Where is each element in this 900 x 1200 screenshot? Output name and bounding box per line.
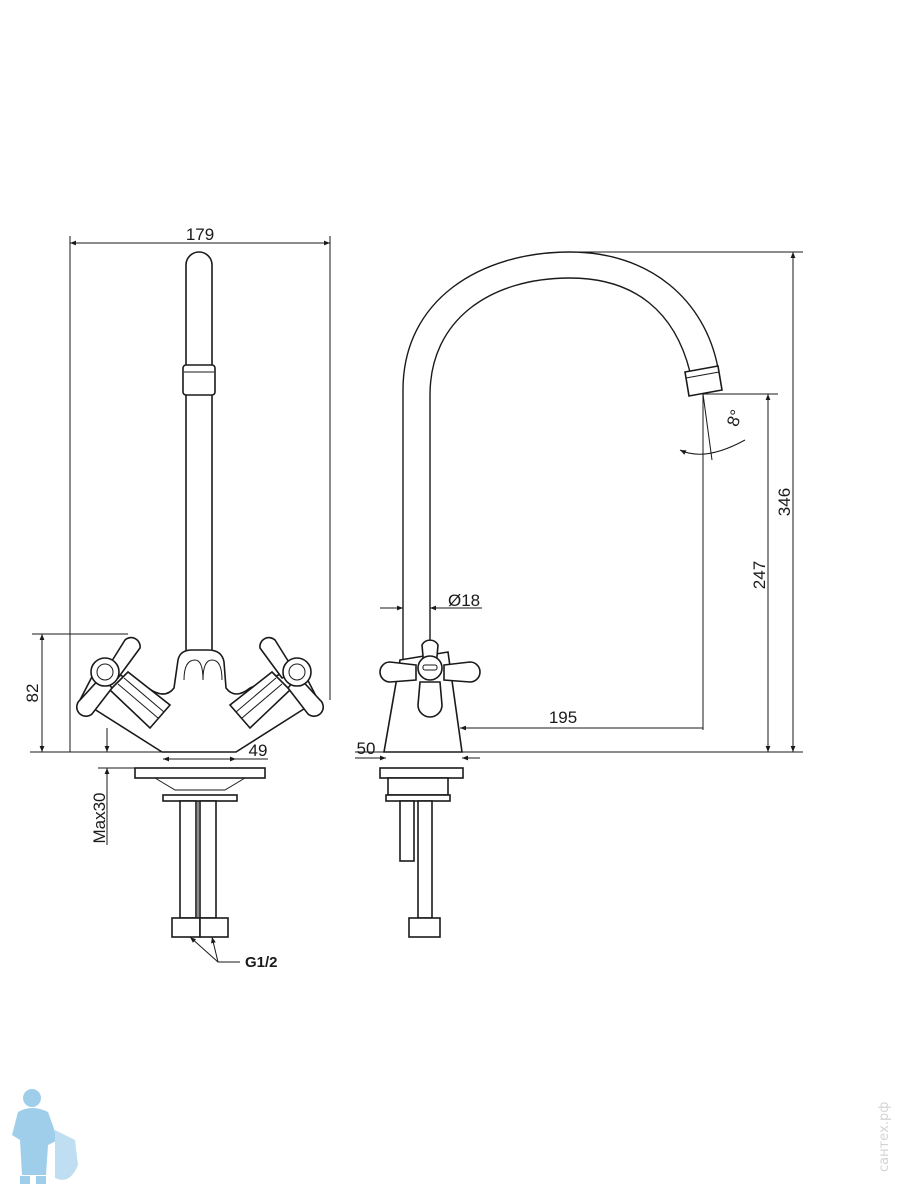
base-width-label: 49 — [249, 741, 268, 760]
handle-height-label: 82 — [23, 684, 42, 703]
spout-reach-label: 195 — [549, 708, 577, 727]
mounting-plate-side — [379, 767, 464, 779]
max-thickness-label: Max30 — [90, 792, 109, 843]
supply-hose-right — [199, 800, 217, 919]
base-depth-label: 50 — [357, 739, 376, 758]
mixer-body — [78, 649, 320, 753]
spout-height-label: 247 — [750, 561, 769, 589]
spout-ring — [182, 364, 216, 396]
hose-nut-left — [171, 917, 201, 938]
hose-nut-side — [408, 917, 441, 938]
thread-label: G1/2 — [245, 954, 278, 971]
mounting-plate — [134, 767, 266, 779]
side-view: 346 247 8° 195 Ø18 50 — [355, 251, 803, 938]
spout-tube — [185, 251, 213, 655]
cross-handle-side — [379, 639, 481, 718]
spout-inner-contour — [429, 277, 691, 650]
watermark: сантех.рф — [877, 1102, 892, 1172]
right-cross-handle — [228, 636, 324, 730]
fixing-stud — [399, 800, 415, 862]
total-height-label: 346 — [775, 488, 794, 516]
supply-hose-side — [417, 800, 433, 919]
aerator-nozzle — [684, 365, 723, 397]
supply-hose-left — [179, 800, 197, 919]
spout-outer-contour — [402, 251, 719, 660]
tube-diameter-label: Ø18 — [448, 591, 480, 610]
front-view: 179 82 — [23, 225, 331, 971]
left-cross-handle — [76, 636, 172, 730]
plumber-logo-icon — [12, 1089, 78, 1184]
width-dimension-label: 179 — [186, 225, 214, 244]
angle-label: 8° — [723, 407, 746, 429]
hose-nut-right — [199, 917, 229, 938]
